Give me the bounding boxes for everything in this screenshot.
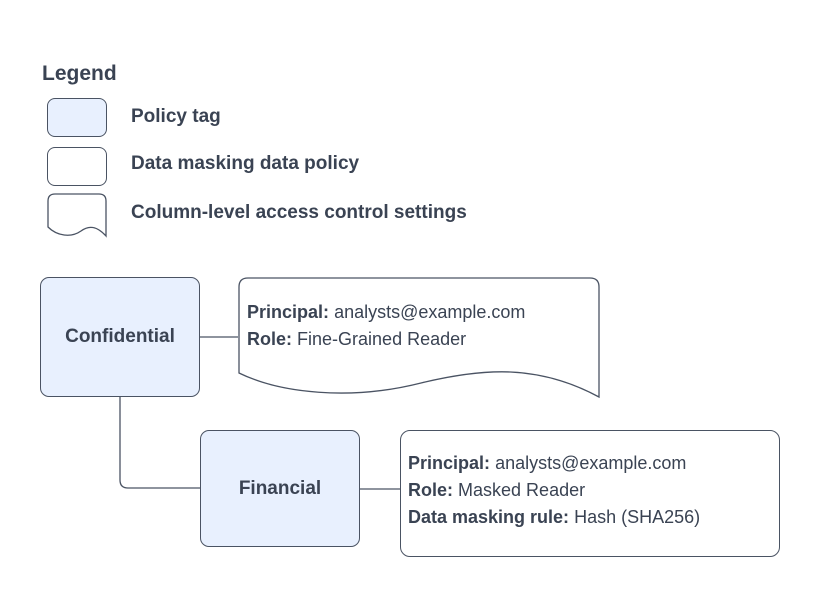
node-financial-label: Financial [238,477,322,499]
access-control-document-shape [238,277,600,399]
document-swatch-icon [47,193,107,238]
policy-tag-swatch-icon [47,98,107,137]
principal-line: Principal:analysts@example.com [247,302,526,322]
connector-confidential-financial [119,397,200,489]
node-confidential-label: Confidential [65,326,175,347]
node-financial: Financial [200,430,360,547]
data-masking-policy-swatch-icon [47,147,107,186]
role-line: Role:Fine-Grained Reader [247,329,467,349]
principal-line: Principal:analysts@example.com [408,453,687,473]
legend-title: Legend [42,62,117,85]
legend-item-column-access: Column-level access control settings [131,202,467,223]
role-line: Role:Masked Reader [408,480,586,500]
legend-item-policy-tag: Policy tag [131,106,221,127]
masking-policy-text: Principal:analysts@example.com Role:Mask… [408,450,700,531]
masking-policy-box [400,430,780,557]
masking-rule-line: Data masking rule:Hash (SHA256) [408,507,701,527]
legend-item-data-masking-policy: Data masking data policy [131,153,360,174]
node-confidential: Confidential [40,277,200,397]
access-control-document-text: Principal:analysts@example.com Role:Fine… [247,299,525,353]
